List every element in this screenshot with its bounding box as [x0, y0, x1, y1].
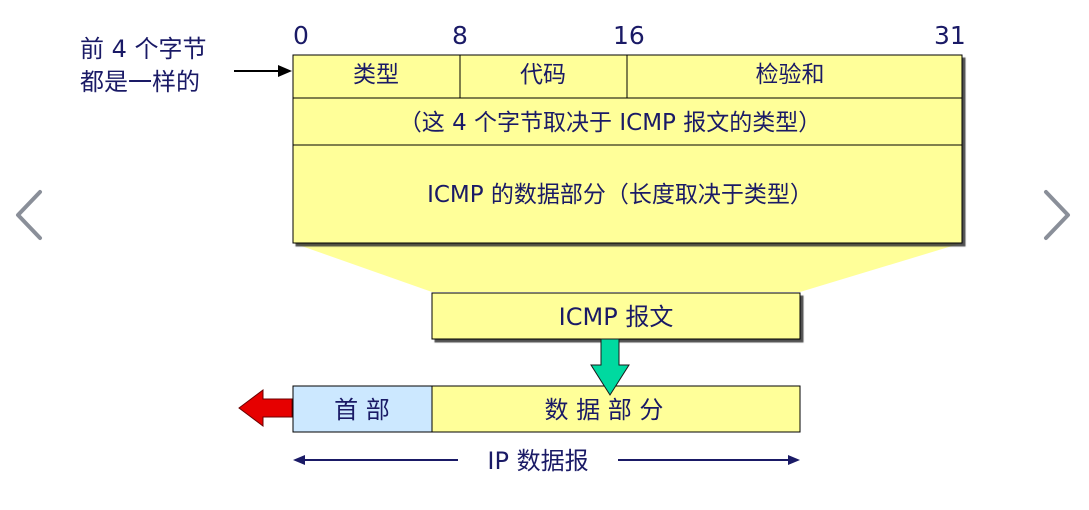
bit-label-31: 31	[934, 21, 966, 50]
ip-data-label: 数 据 部 分	[545, 396, 664, 424]
icmp-data-field-label: ICMP 的数据部分（长度取决于类型）	[427, 182, 813, 208]
row2-field-label: （这 4 个字节取决于 ICMP 报文的类型）	[399, 110, 821, 136]
down-arrow-icon	[590, 338, 630, 396]
ip-header-cell	[292, 385, 433, 433]
type-field-label: 类型	[353, 62, 399, 88]
left-arrow-icon	[238, 389, 293, 427]
ip-datagram-span-label: IP 数据报	[487, 447, 588, 475]
funnel-shape	[293, 243, 962, 292]
ip-datagram-span-arrow	[293, 455, 800, 465]
checksum-field-label: 检验和	[756, 62, 825, 88]
bit-label-16: 16	[613, 21, 645, 50]
note-line-2: 都是一样的	[80, 68, 200, 96]
bit-label-8: 8	[452, 21, 468, 50]
chevron-right-icon[interactable]	[1035, 180, 1080, 250]
note-arrow	[234, 65, 292, 77]
ip-header-label: 首 部	[334, 396, 390, 424]
icmp-message-label: ICMP 报文	[559, 303, 674, 331]
code-field-label: 代码	[520, 62, 566, 88]
chevron-left-icon[interactable]	[5, 180, 50, 250]
note-line-1: 前 4 个字节	[80, 35, 207, 63]
bit-label-0: 0	[293, 21, 309, 50]
